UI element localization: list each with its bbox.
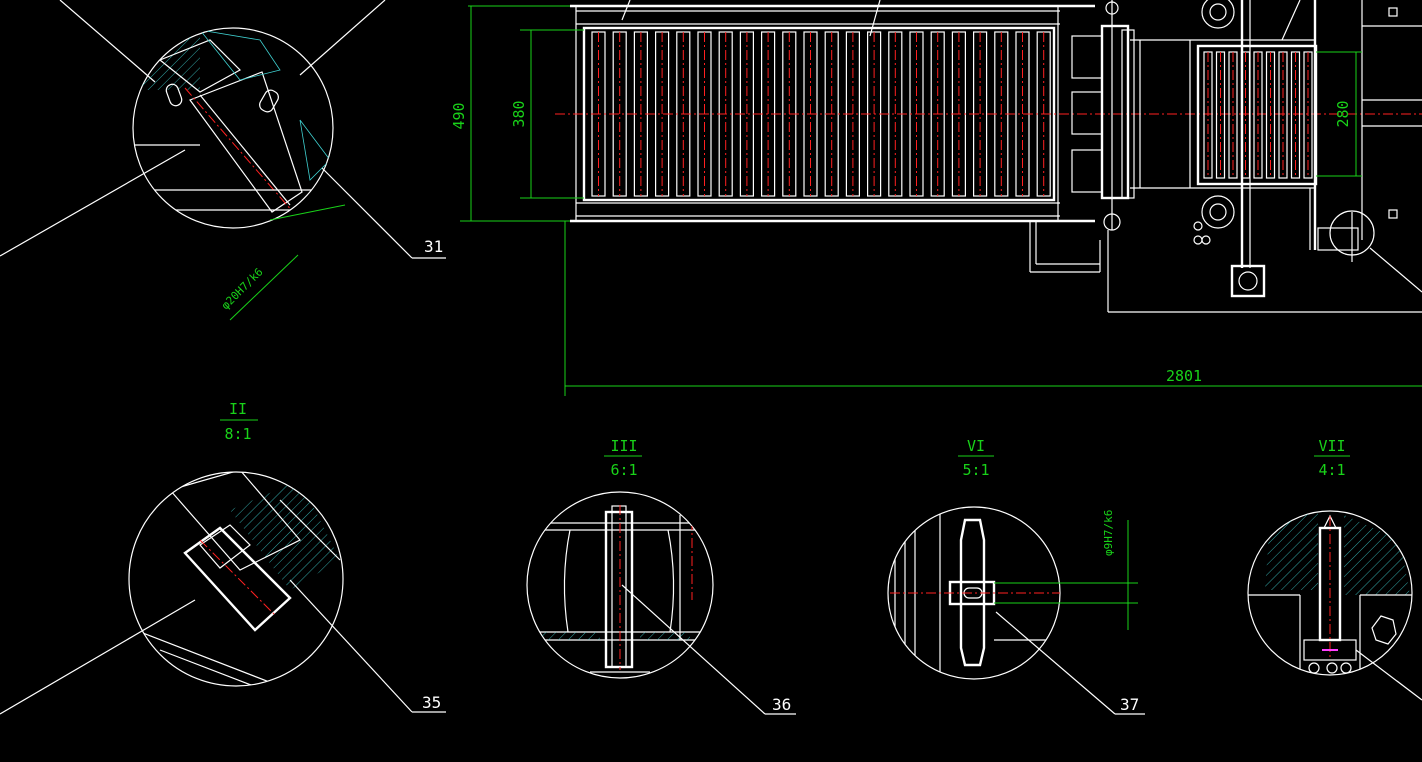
- detail-iii-label: III: [610, 437, 637, 455]
- balloon-36: 36: [772, 695, 791, 714]
- dim-490: 490: [450, 102, 468, 129]
- dim-diameter-i: φ20H7/k6: [219, 265, 266, 312]
- dim-280: 280: [1334, 100, 1352, 127]
- detail-vi: VI 5:1 φ9H7/k6 37: [887, 437, 1145, 715]
- balloon-35: 35: [422, 693, 441, 712]
- dim-diameter-vi: φ9H7/k6: [1102, 510, 1115, 556]
- detail-iii: III 6:1 36: [526, 437, 796, 715]
- dim-2801: 2801: [1166, 367, 1202, 385]
- detail-ii-label: II: [229, 400, 247, 418]
- detail-vi-scale: 5:1: [962, 461, 989, 479]
- dim-380: 380: [510, 100, 528, 127]
- balloon-31: 31: [424, 237, 443, 256]
- main-dimensions: 490 380 280 2801: [450, 5, 1422, 396]
- detail-vii-label: VII: [1318, 437, 1345, 455]
- main-assembly-view: [555, 0, 1422, 313]
- detail-vii: VII 4:1: [1247, 437, 1422, 701]
- detail-vii-scale: 4:1: [1318, 461, 1345, 479]
- detail-ii: II 8:1 35: [0, 400, 446, 715]
- detail-iii-scale: 6:1: [610, 461, 637, 479]
- balloon-37: 37: [1120, 695, 1139, 714]
- detail-vi-label: VI: [967, 437, 985, 455]
- detail-ii-scale: 8:1: [224, 425, 251, 443]
- detail-i: 31 φ20H7/k6: [0, 0, 446, 321]
